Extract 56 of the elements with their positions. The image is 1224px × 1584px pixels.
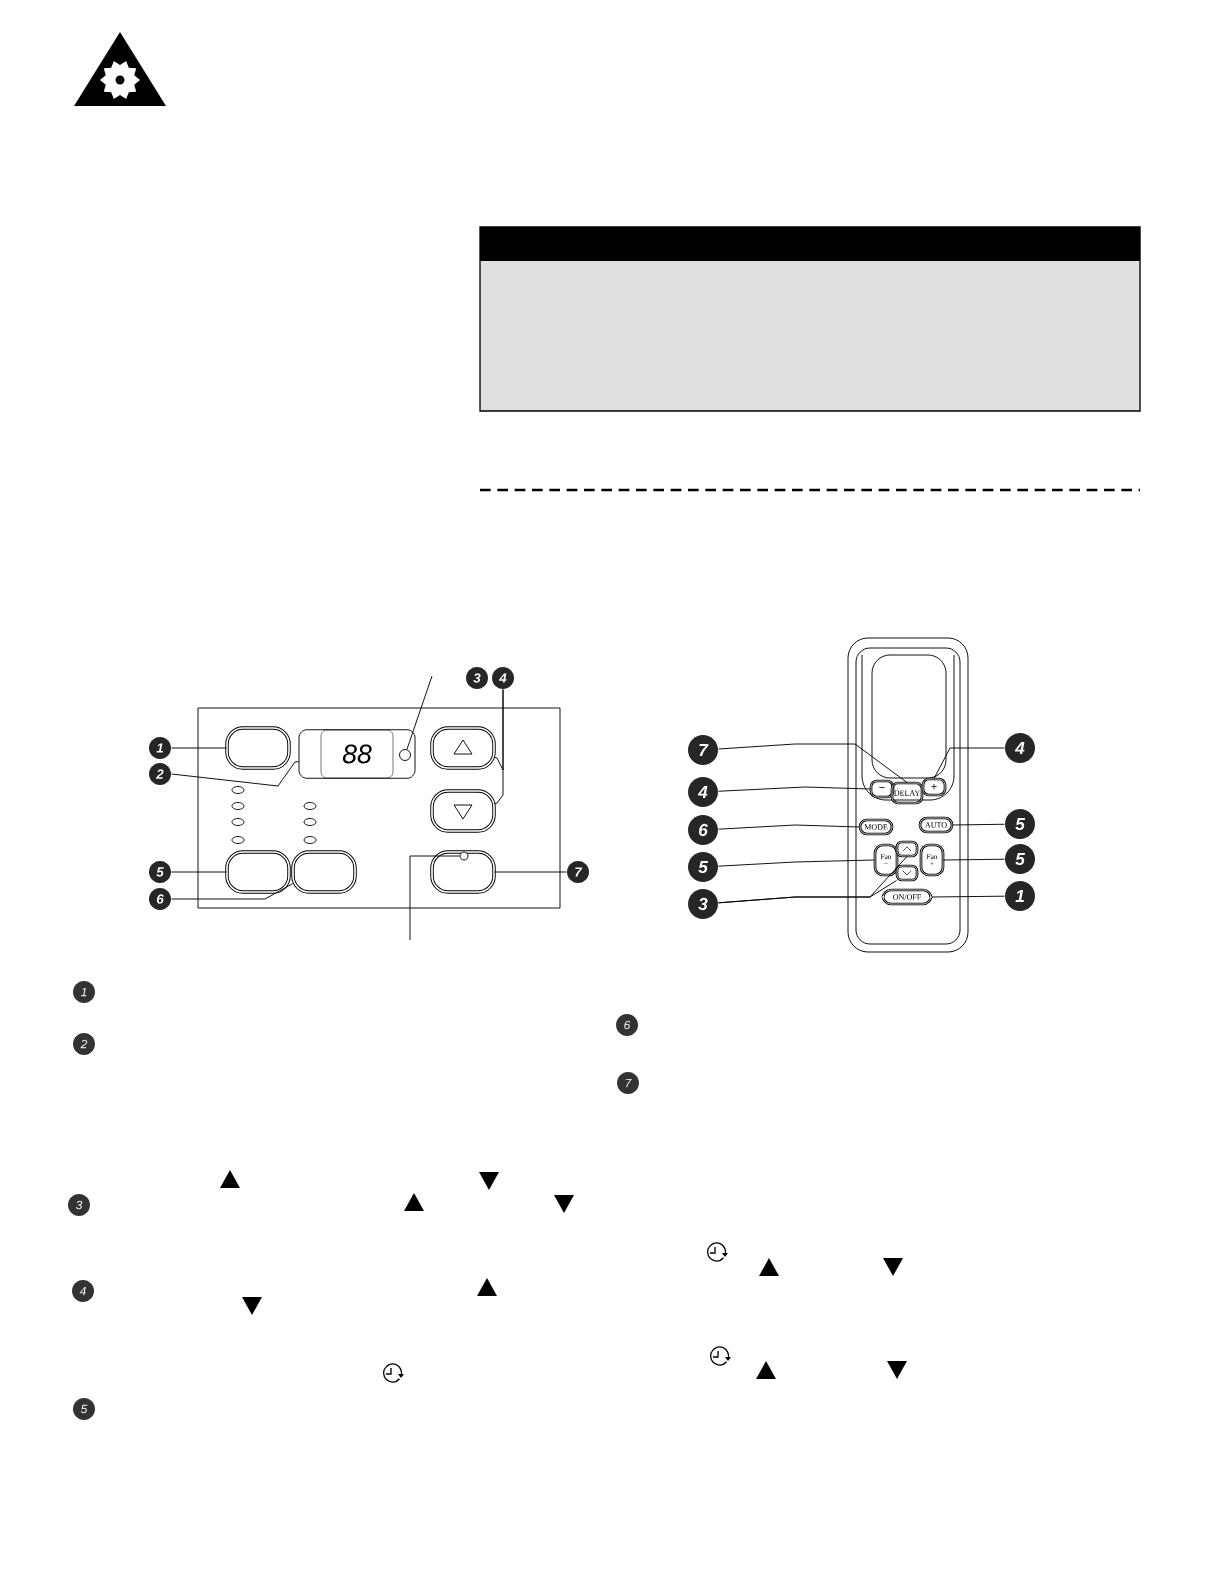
callout-number: 3 xyxy=(68,1194,90,1216)
callout-number: 7 xyxy=(617,1072,639,1094)
callout-number: 5 xyxy=(688,852,718,882)
leader-line xyxy=(171,883,293,900)
callout-number: 3 xyxy=(466,667,488,689)
leader-line xyxy=(171,761,300,787)
leader-line xyxy=(717,880,897,904)
leader-line xyxy=(952,823,1005,826)
remote-button: AUTO xyxy=(918,816,954,834)
remote-button: DELAY xyxy=(890,781,924,805)
leader-line xyxy=(943,858,1005,861)
callout-number: 7 xyxy=(567,861,589,883)
leader-line xyxy=(494,871,567,873)
callout-number: 4 xyxy=(72,1280,94,1302)
remote-button: ON/OFF xyxy=(881,888,933,906)
remote-button: − xyxy=(869,779,895,799)
leader-line xyxy=(718,824,860,830)
callout-number: 4 xyxy=(492,667,514,689)
panel-button xyxy=(291,850,357,894)
callout-number: 4 xyxy=(1005,733,1035,763)
leader-line xyxy=(494,689,504,805)
leader-line xyxy=(933,747,1005,779)
callout-number: 7 xyxy=(688,735,718,765)
panel-button xyxy=(430,850,496,894)
callout-number: 5 xyxy=(149,861,171,883)
remote-button xyxy=(895,864,919,882)
callout-number: 2 xyxy=(73,1033,95,1055)
callout-number: 4 xyxy=(688,777,718,807)
leader-line xyxy=(931,895,1005,898)
remote-button: MODE xyxy=(858,818,894,836)
remote-button xyxy=(895,840,919,858)
panel-button xyxy=(430,789,496,833)
remote-button: + xyxy=(921,777,947,797)
callout-number: 6 xyxy=(616,1014,638,1036)
callout-number: 2 xyxy=(149,763,171,785)
panel-button xyxy=(225,850,291,894)
callout-number: 1 xyxy=(73,981,95,1003)
callout-number: 6 xyxy=(688,815,718,845)
indicator-light xyxy=(399,749,411,761)
callout-number: 5 xyxy=(1005,844,1035,874)
callout-number: 5 xyxy=(73,1398,95,1420)
callout-number: 5 xyxy=(1005,809,1035,839)
leader-line xyxy=(171,871,227,873)
leader-line xyxy=(718,859,875,867)
leader-line xyxy=(171,747,227,749)
callout-number: 1 xyxy=(1005,881,1035,911)
callout-number: 1 xyxy=(149,737,171,759)
leader-line xyxy=(409,855,460,941)
leader-line xyxy=(718,786,871,792)
panel-button xyxy=(225,726,291,770)
digital-display: 88 xyxy=(298,729,416,779)
callout-number: 6 xyxy=(149,888,171,910)
leader-line xyxy=(717,743,908,783)
indicator-light xyxy=(459,851,469,861)
callout-number: 3 xyxy=(688,889,718,919)
panel-button xyxy=(430,726,496,770)
